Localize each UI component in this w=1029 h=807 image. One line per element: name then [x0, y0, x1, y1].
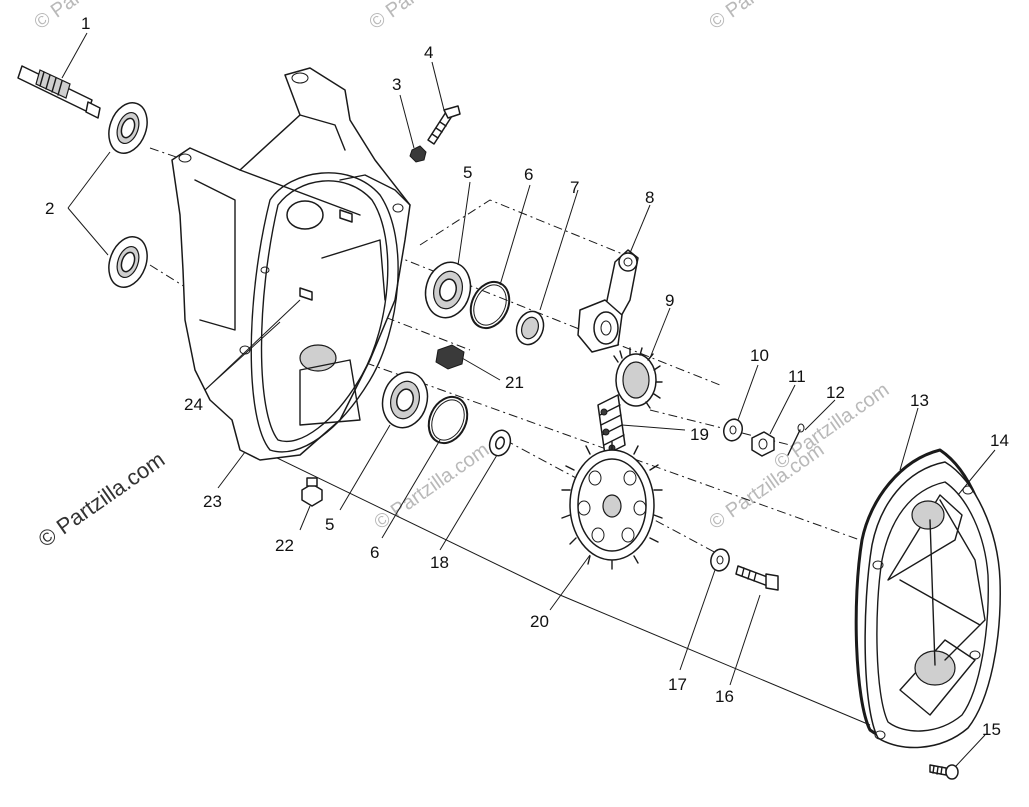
callout-13: 13 — [910, 391, 929, 410]
watermark-main: © Partzilla.com — [34, 447, 170, 553]
callout-7: 7 — [570, 178, 579, 197]
upper-seal — [108, 102, 148, 154]
tensioner-arm — [577, 249, 639, 353]
callout-11: 11 — [788, 367, 806, 386]
callout-14: 14 — [990, 431, 1009, 450]
callout-16: 16 — [715, 687, 734, 706]
cover-screw — [929, 764, 959, 780]
callout-24: 24 — [184, 395, 203, 414]
callout-21: 21 — [505, 373, 524, 392]
callout-1: 1 — [81, 14, 90, 33]
chaincase-cover — [864, 461, 1001, 749]
lower-snap-ring — [427, 395, 469, 445]
callout-9: 9 — [665, 291, 674, 310]
drive-sprocket — [613, 347, 663, 409]
callout-12: 12 — [826, 383, 845, 402]
driven-sprocket — [561, 441, 663, 570]
washer-17 — [710, 548, 730, 572]
spacer — [515, 310, 545, 346]
callout-4: 4 — [424, 43, 433, 62]
lower-seal — [108, 236, 148, 288]
callout-3: 3 — [392, 75, 401, 94]
lower-bearing — [381, 371, 429, 429]
callout-6-lower: 6 — [370, 543, 379, 562]
chain — [597, 394, 626, 456]
cotter-pin — [787, 423, 805, 456]
callout-6-upper: 6 — [524, 165, 533, 184]
callout-2: 2 — [45, 199, 54, 218]
chaincase-housing — [171, 67, 411, 461]
watermark-top-center: © Partzilla.com — [365, 0, 488, 34]
washer-18 — [488, 429, 512, 457]
washer-10 — [722, 418, 744, 442]
upper-snap-ring — [469, 280, 511, 330]
adjuster-nut — [409, 145, 427, 163]
sprocket-nut — [435, 344, 465, 370]
callout-17: 17 — [668, 675, 687, 694]
callout-22: 22 — [275, 536, 294, 555]
watermark-top-left: © Partzilla.com — [30, 0, 153, 34]
callout-8: 8 — [645, 188, 654, 207]
callout-5-lower: 5 — [325, 515, 334, 534]
dowel-pin — [299, 209, 353, 301]
cover-bolt — [735, 565, 779, 591]
callout-5-upper: 5 — [463, 163, 472, 182]
leader-lines — [61, 32, 996, 767]
callout-labels: 1 2 3 4 5 5 6 6 7 8 9 10 11 12 13 14 15 … — [45, 14, 1009, 739]
callout-15: 15 — [982, 720, 1001, 739]
drain-plug — [301, 477, 323, 507]
watermark-top-right: © Partzilla.com — [705, 0, 828, 34]
callout-19: 19 — [690, 425, 709, 444]
castle-nut — [751, 431, 775, 457]
adjuster-bolt — [427, 105, 461, 145]
callout-10: 10 — [750, 346, 769, 365]
callout-23: 23 — [203, 492, 222, 511]
callout-20: 20 — [530, 612, 549, 631]
input-shaft — [17, 65, 101, 119]
upper-bearing — [424, 261, 472, 319]
callout-18: 18 — [430, 553, 449, 572]
